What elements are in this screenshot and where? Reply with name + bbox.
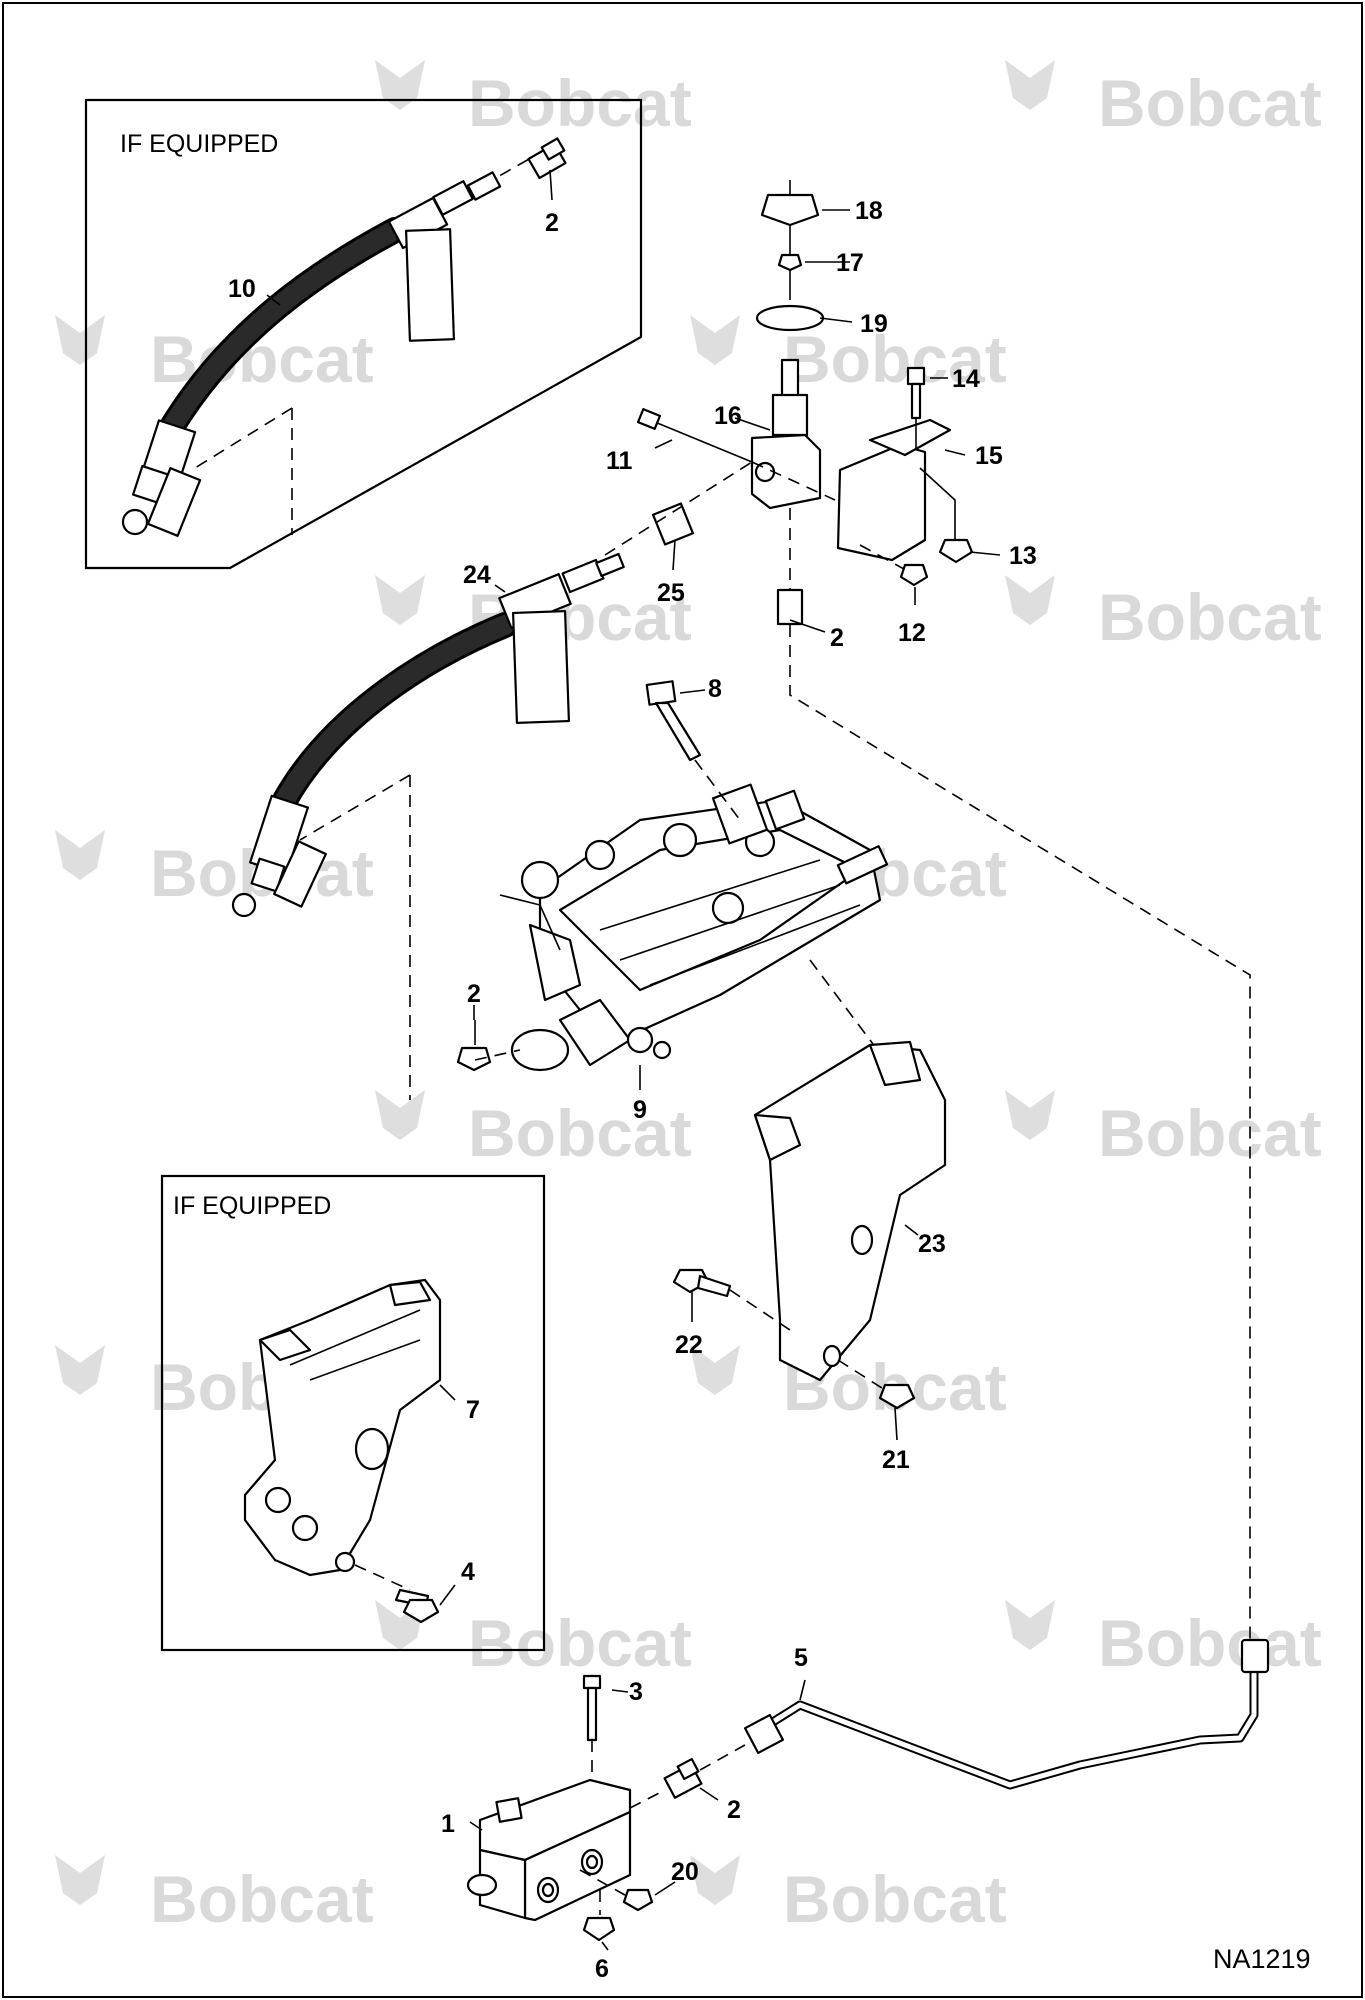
watermark-text: Bobcat (783, 1862, 1007, 1936)
callout-25: 25 (657, 579, 685, 607)
if-equipped-box-top (84, 98, 643, 570)
watermark-text: Bobcat (1098, 580, 1322, 654)
callout-22: 22 (675, 1331, 703, 1359)
adapter-25 (651, 502, 695, 546)
watermark-text: Bobcat (783, 322, 1007, 396)
callout-20: 20 (671, 1858, 699, 1886)
manifold-block-1 (466, 1778, 632, 1922)
mounting-bracket-23 (753, 1040, 947, 1382)
bolt-4 (394, 1588, 440, 1624)
callout-13: 13 (1009, 542, 1037, 570)
fitting-2-valve (776, 588, 804, 626)
bolt-22 (672, 1268, 732, 1298)
bolt-8 (645, 680, 702, 762)
fitting-2-top (527, 137, 567, 180)
bolt-11 (636, 408, 753, 463)
hose-assembly-10 (121, 171, 502, 537)
callout-7: 7 (466, 1396, 480, 1424)
callout-leaders (266, 169, 1001, 1951)
callout-24: 24 (463, 561, 491, 589)
callout-4: 4 (461, 1558, 475, 1586)
guide-line (751, 461, 836, 501)
callout-17: 17 (836, 249, 864, 277)
callout-9: 9 (633, 1096, 647, 1124)
if-equipped-box-bottom (160, 1174, 546, 1652)
nut-13 (938, 538, 974, 564)
callout-19: 19 (860, 310, 888, 338)
callout-23: 23 (918, 1230, 946, 1258)
guide-line (859, 544, 916, 576)
guide-line (474, 1049, 521, 1061)
watermark-logo: Bobcat (1005, 575, 1322, 654)
control-valve-9 (499, 783, 889, 1072)
fitting-2-left (456, 1046, 492, 1072)
guide-line (299, 774, 411, 841)
callout-10: 10 (228, 275, 256, 303)
watermark-text: Bobcat (1098, 66, 1322, 140)
nut-17 (777, 253, 803, 272)
fitting-2-manifold (663, 1757, 703, 1799)
watermark-text: Bobcat (1098, 1096, 1322, 1170)
watermark-logo: Bobcat (1005, 1600, 1322, 1680)
callout-1: 1 (441, 1810, 455, 1838)
watermark-logo: Bobcat (690, 1855, 1007, 1936)
guide-line (699, 1744, 746, 1771)
axis-line (919, 467, 956, 545)
watermark-text: Bobcat (468, 66, 692, 140)
callout-6: 6 (595, 1955, 609, 1983)
tube-assembly-5 (743, 1638, 1270, 1790)
callout-15: 15 (975, 442, 1003, 470)
guide-line (694, 759, 741, 821)
guide-line (354, 1564, 411, 1591)
hose-assembly-24 (231, 552, 625, 918)
valve-16 (750, 358, 822, 510)
guide-line (837, 1359, 886, 1391)
callout-14: 14 (952, 365, 980, 393)
guide-line (729, 1289, 791, 1331)
watermark-logo: Bobcat (375, 1090, 692, 1170)
guide-line (809, 959, 886, 1061)
watermark-text: Bobcat (468, 1606, 692, 1680)
mounting-bracket-7 (243, 1278, 442, 1577)
watermark-logo: Bobcat (1005, 1090, 1322, 1170)
callout-3: 3 (629, 1678, 643, 1706)
watermark-logo: Bobcat (690, 315, 1007, 396)
callout-labels: 2 10 18 17 19 16 11 14 15 13 12 2 25 24 … (228, 197, 1037, 1983)
callout-16: 16 (714, 402, 742, 430)
plug-20 (622, 1888, 654, 1912)
callout-11: 11 (606, 447, 633, 475)
bracket-15 (836, 418, 952, 562)
watermark-logo: Bobcat (1005, 60, 1322, 140)
watermark-text: Bobcat (468, 1096, 692, 1170)
callout-5: 5 (794, 1644, 808, 1672)
watermark-text: Bobcat (1098, 1606, 1322, 1680)
callout-2: 2 (545, 209, 559, 237)
cap-18 (760, 193, 820, 227)
watermark-logo: Bobcat (375, 60, 692, 140)
callout-8: 8 (708, 675, 722, 703)
callout-12: 12 (898, 619, 926, 647)
nut-21 (878, 1383, 916, 1410)
callout-18: 18 (855, 197, 883, 225)
callout-2: 2 (727, 1796, 741, 1824)
washer-19 (755, 304, 825, 332)
figure-reference: NA1219 (1213, 1944, 1311, 1974)
if-equipped-title-bottom: IF EQUIPPED (173, 1192, 331, 1220)
watermark-logo: Bobcat (55, 1855, 374, 1936)
watermark-text: Bobcat (150, 1862, 374, 1936)
nut-12 (899, 563, 929, 587)
callout-2: 2 (467, 980, 481, 1008)
guide-line (629, 1789, 666, 1809)
if-equipped-title-top: IF EQUIPPED (120, 130, 278, 158)
callout-2: 2 (830, 624, 844, 652)
nut-6 (582, 1916, 616, 1942)
guide-line (604, 461, 753, 556)
guide-line (579, 1869, 626, 1896)
guide-line (789, 625, 1251, 1640)
callout-21: 21 (882, 1446, 910, 1474)
